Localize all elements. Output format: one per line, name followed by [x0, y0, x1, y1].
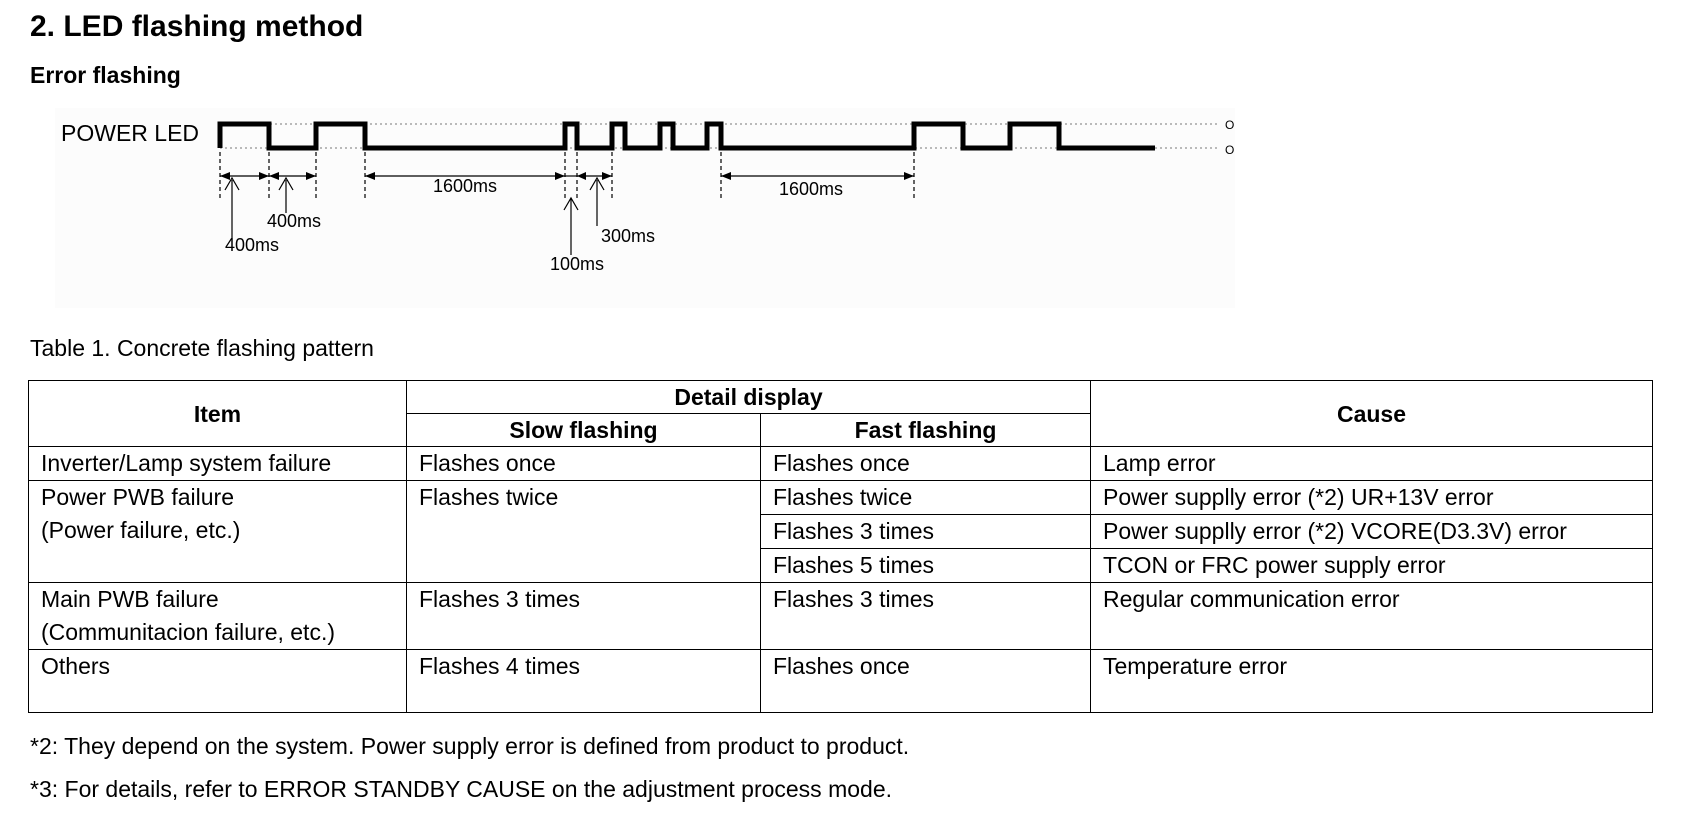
cell-cause: Temperature error [1090, 649, 1653, 713]
cell-cause: Power supplly error (*2) UR+13V error [1090, 480, 1653, 515]
cell-cause: TCON or FRC power supply error [1090, 548, 1653, 583]
timing-diagram-svg: POWER LED ON OFF [61, 118, 1249, 274]
table-subheader-row: Slow flashing Fast flashing [29, 413, 1653, 447]
subsection-heading: Error flashing [30, 62, 181, 88]
header-slow-flashing: Slow flashing [406, 413, 761, 447]
led-waveform [217, 121, 1155, 151]
cell-slow: Flashes twice [406, 480, 761, 583]
table-row: Power PWB failure (Power failure, etc.) … [28, 480, 1653, 583]
cell-slow: Flashes 4 times [406, 649, 761, 713]
cell-cause: Lamp error [1090, 446, 1653, 481]
cell-slow: Flashes once [406, 446, 761, 481]
section-heading: 2. LED flashing method [30, 10, 364, 43]
header-cause: Cause [1090, 380, 1653, 447]
table-row: Flashes 5 times TCON or FRC power supply… [29, 548, 1653, 583]
footnote: *2: They depend on the system. Power sup… [30, 733, 910, 759]
cell-cause: Regular communication error [1090, 582, 1653, 650]
cell-fast: Flashes once [760, 446, 1091, 481]
cell-slow: Flashes 3 times [406, 582, 761, 650]
power-led-label: POWER LED [61, 120, 199, 146]
cell-fast: Flashes 3 times [760, 514, 1091, 549]
off-level-label: OFF [1225, 143, 1235, 157]
table-caption: Table 1. Concrete flashing pattern [30, 335, 374, 361]
pointer-arrows [231, 180, 598, 255]
header-fast-flashing: Fast flashing [760, 413, 1091, 447]
item-line: (Communitacion failure, etc.) [41, 619, 335, 645]
table-row: Others Flashes 4 times Flashes once Temp… [28, 649, 1653, 713]
table-row: Main PWB failure (Communitacion failure,… [28, 582, 1653, 650]
duration-label: 100ms [550, 254, 604, 274]
item-line: (Power failure, etc.) [41, 517, 241, 543]
flashing-pattern-table: Item Detail display Cause Slow flashing … [28, 380, 1653, 713]
duration-label: 1600ms [433, 176, 497, 196]
cell-fast: Flashes once [760, 649, 1091, 713]
cell-item: Main PWB failure (Communitacion failure,… [28, 582, 407, 650]
duration-label: 400ms [225, 235, 279, 255]
cell-fast: Flashes 3 times [760, 582, 1091, 650]
arrow-heads [220, 172, 914, 180]
footnote: *3: For details, refer to ERROR STANDBY … [30, 776, 892, 802]
table-header-row: Item Detail display Cause [28, 380, 1653, 447]
cell-cause: Power supplly error (*2) VCORE(D3.3V) er… [1090, 514, 1653, 549]
cell-fast: Flashes twice [760, 480, 1091, 515]
item-line: Power PWB failure [41, 484, 235, 510]
cell-item: Inverter/Lamp system failure [28, 446, 407, 481]
header-detail-display: Detail display [406, 380, 1091, 414]
led-timing-diagram: POWER LED ON OFF [55, 108, 1249, 308]
cell-fast: Flashes 5 times [760, 548, 1091, 583]
duration-label: 1600ms [779, 179, 843, 199]
duration-label: 300ms [601, 226, 655, 246]
cell-item: Power PWB failure (Power failure, etc.) [28, 480, 407, 583]
item-line: Main PWB failure [41, 586, 219, 612]
header-item: Item [28, 380, 407, 447]
cell-item: Others [28, 649, 407, 713]
on-level-label: ON [1225, 118, 1235, 132]
table-row: Flashes 3 times Power supplly error (*2)… [29, 514, 1653, 549]
duration-label: 400ms [267, 211, 321, 231]
table-row: Inverter/Lamp system failure Flashes onc… [28, 446, 1653, 481]
